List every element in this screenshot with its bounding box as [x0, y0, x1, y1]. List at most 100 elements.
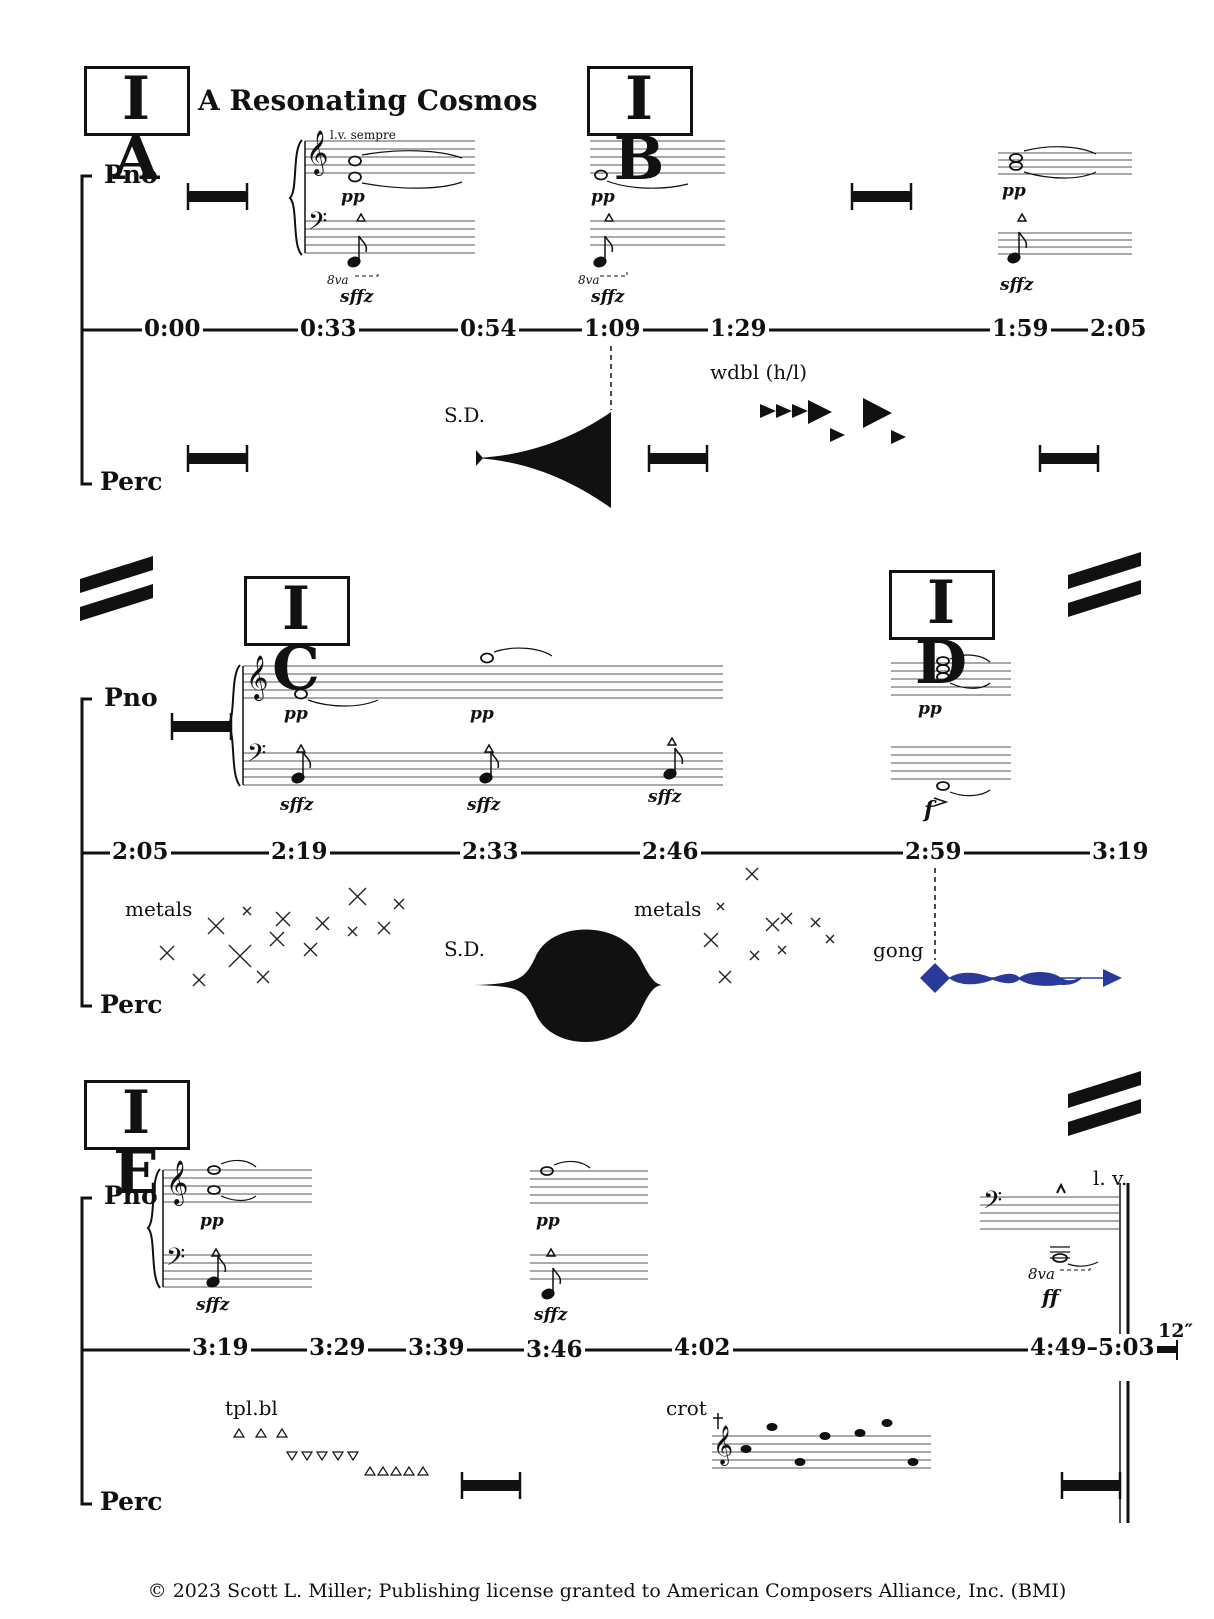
notehead	[881, 1419, 893, 1427]
notehead	[740, 1445, 752, 1453]
dynamic-marking: sffz	[648, 787, 682, 807]
notehead	[294, 688, 308, 700]
section-title: A Resonating Cosmos	[198, 84, 538, 117]
notehead	[348, 155, 362, 167]
dynamic-marking: sffz	[1000, 275, 1034, 295]
percussion-label-crotales: crot	[666, 1396, 707, 1420]
notehead	[207, 1165, 221, 1175]
percussion-label-gong: gong	[873, 938, 924, 962]
dynamic-marking: sffz	[340, 287, 374, 307]
dynamic-marking: pp	[1002, 181, 1026, 201]
time-mark: 4:49–5:03	[1028, 1334, 1157, 1361]
rest-bar	[852, 191, 911, 202]
metals-crosses	[159, 867, 835, 987]
notehead	[480, 652, 494, 664]
notehead	[819, 1432, 831, 1440]
time-mark: 3:19	[190, 1334, 251, 1361]
rest-bar	[1040, 453, 1098, 464]
articulation-text: l.v. sempre	[330, 128, 396, 142]
copyright-notice: © 2023 Scott L. Miller; Publishing licen…	[147, 1580, 1067, 1602]
dynamic-marking: sffz	[591, 287, 625, 307]
dynamic-marking: sffz	[280, 795, 314, 815]
instrument-label-percussion: Perc	[100, 1487, 163, 1516]
rest-bar	[188, 453, 247, 464]
octave-marking: 8va	[578, 273, 600, 287]
notehead	[907, 1458, 919, 1466]
percussion-label-sd: S.D.	[444, 937, 486, 961]
dynamic-marking: sffz	[534, 1305, 568, 1325]
bass-clef: 𝄢	[308, 207, 328, 242]
staff-lines	[305, 140, 475, 254]
section-label-ic: I C	[244, 576, 350, 699]
section-divider-slashes	[80, 552, 1141, 1136]
time-mark: 4:02	[672, 1334, 733, 1361]
instrument-label-percussion: Perc	[100, 990, 163, 1019]
dynamic-marking: f	[924, 797, 934, 823]
time-mark: 0:33	[298, 315, 359, 342]
rest-bar	[188, 191, 247, 202]
time-mark: 2:05	[1088, 315, 1149, 342]
section-label-ie: I E	[84, 1080, 190, 1203]
dynamic-marking: pp	[918, 699, 942, 719]
time-mark: 2:05	[110, 838, 171, 865]
notehead	[766, 1423, 778, 1431]
dynamic-marking: pp	[470, 704, 494, 724]
time-mark: 0:54	[458, 315, 519, 342]
treble-clef: 𝄞	[713, 1425, 734, 1465]
instrument-label-piano: Pno	[104, 1181, 158, 1210]
treble-clef: 𝄞	[246, 655, 269, 699]
time-mark: 1:09	[582, 315, 643, 342]
instrument-label-piano: Pno	[104, 683, 158, 712]
notehead	[936, 672, 950, 682]
bass-clef: 𝄢	[166, 1243, 186, 1278]
snare-drum-swell	[474, 929, 662, 1042]
temple-block-triangles	[232, 1427, 430, 1476]
dynamic-marking: sffz	[467, 795, 501, 815]
notehead	[540, 1166, 554, 1176]
notehead	[854, 1429, 866, 1437]
bass-clef: 𝄢	[983, 1186, 1003, 1221]
dynamic-marking: pp	[591, 187, 615, 207]
rest-bar	[1062, 1480, 1120, 1491]
section-label-id: I D	[889, 570, 995, 693]
dynamic-marking: pp	[200, 1211, 224, 1231]
time-mark: 2:33	[460, 838, 521, 865]
section-label-ia: I A	[84, 66, 190, 189]
time-mark: 2:59	[903, 838, 964, 865]
percussion-label-sd: S.D.	[444, 403, 486, 427]
notehead	[594, 169, 608, 181]
percussion-label-metals: metals	[634, 897, 702, 921]
dynamic-marking: ff	[1042, 1285, 1059, 1309]
percussion-label-woodblock: wdbl (h/l)	[710, 360, 808, 384]
time-mark: 1:29	[708, 315, 769, 342]
notehead	[207, 1185, 221, 1195]
brace	[146, 1168, 161, 1289]
snare-drum-crescendo	[476, 412, 611, 508]
notehead	[348, 171, 362, 183]
octave-marking: 8va	[1028, 1265, 1055, 1283]
treble-clef: 𝄞	[306, 130, 329, 174]
time-mark: 3:46	[524, 1336, 585, 1363]
bass-clef: 𝄢	[247, 739, 267, 774]
brace	[288, 139, 303, 256]
rest-bar	[462, 1480, 520, 1491]
time-mark: 2:46	[640, 838, 701, 865]
percussion-label-temple-blocks: tpl.bl	[225, 1396, 278, 1420]
dynamic-marking: pp	[536, 1211, 560, 1231]
dynamic-marking: pp	[341, 187, 365, 207]
notehead	[936, 781, 950, 791]
time-mark: 3:39	[406, 1334, 467, 1361]
instrument-label-piano: Pno	[104, 160, 158, 189]
time-mark: 2:19	[269, 838, 330, 865]
woodblock-triangles	[760, 398, 906, 444]
brace	[226, 664, 241, 787]
instrument-label-percussion: Perc	[100, 467, 163, 496]
time-mark: 3:19	[1090, 838, 1151, 865]
time-mark: 3:29	[307, 1334, 368, 1361]
dynamic-marking: sffz	[196, 1295, 230, 1315]
gong-line	[920, 963, 1122, 993]
octave-marking: 8va	[327, 273, 349, 287]
treble-clef: 𝄞	[166, 1160, 189, 1204]
dynamic-marking: pp	[284, 704, 308, 724]
